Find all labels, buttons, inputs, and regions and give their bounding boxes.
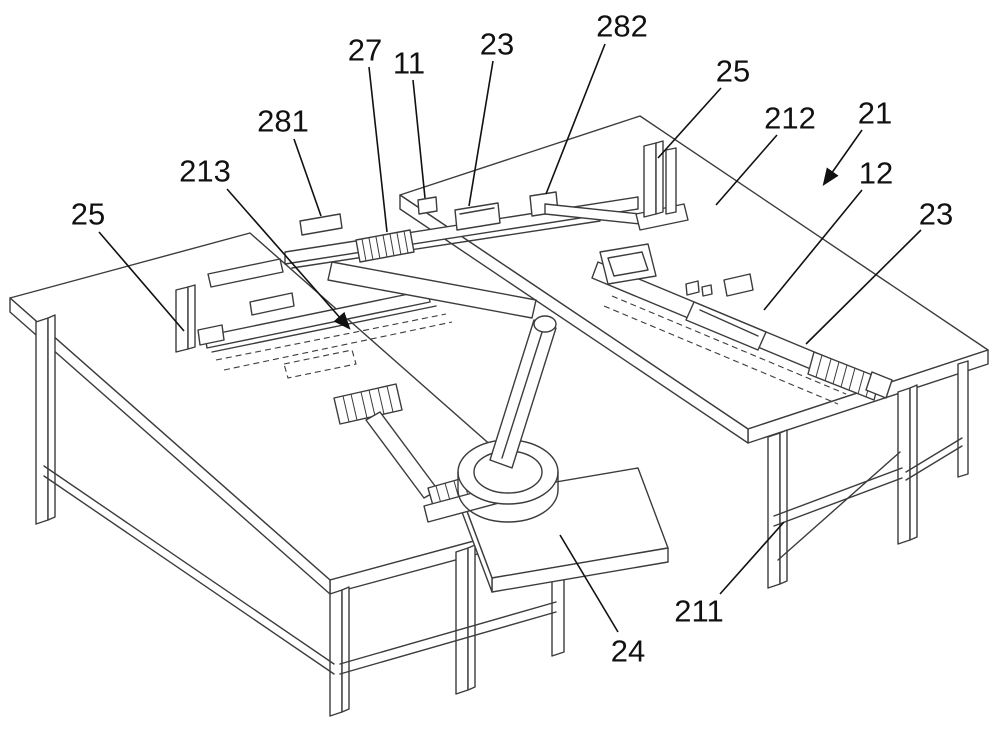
leader-line-25-0 [98,231,185,332]
leader-line-211-12 [719,521,785,595]
leader-line-21-9 [822,129,863,186]
leader-line-27-3 [368,66,388,233]
vertical-posts-right [643,140,677,218]
diagonal-beam [327,261,537,319]
right-rail-assembly [591,243,893,405]
leader-lines [98,43,922,633]
leader-line-282-6 [545,43,606,195]
left-rail-assembly [197,258,453,425]
leader-line-23-11 [805,229,922,345]
leader-line-213-1 [226,188,351,330]
back-rail-assembly [284,191,689,269]
leader-line-281-2 [293,138,322,217]
leader-line-212-8 [715,134,778,206]
vertical-post-left [175,284,196,353]
leader-line-24-13 [559,534,619,633]
leader-line-23-5 [468,60,494,207]
leader-line-25-7 [657,87,722,159]
leader-line-11-4 [412,79,426,199]
rotary-arm-unit [365,315,559,523]
leader-line-12-10 [763,189,863,311]
